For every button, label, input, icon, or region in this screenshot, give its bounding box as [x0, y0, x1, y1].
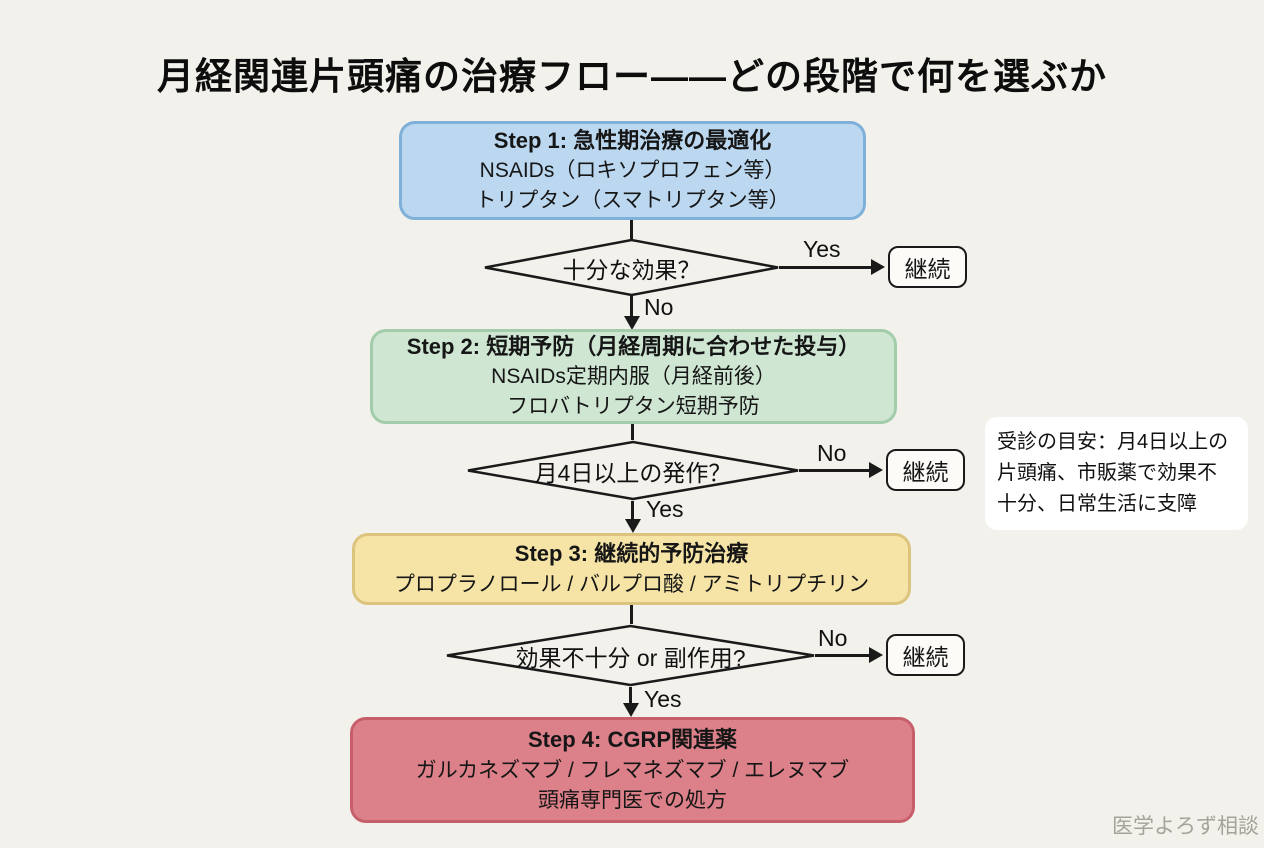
- arrowhead-down-1: [624, 316, 640, 330]
- connector-step3-to-decision3: [630, 605, 633, 624]
- decision-2-yes-label: Yes: [646, 496, 684, 522]
- decision-3-no-label: No: [818, 625, 848, 651]
- decision-diamond-outline: [446, 624, 815, 687]
- arrowhead-right-2: [869, 462, 883, 478]
- step-3-line-1: プロプラノロール / バルプロ酸 / アミトリプチリン: [393, 572, 870, 596]
- watermark: 医学よろず相談: [1112, 815, 1259, 838]
- step-4-heading: Step 4: CGRP関連薬: [527, 727, 738, 752]
- step-1-line-2: トリプタン（スマトリプタン等）: [475, 189, 790, 213]
- step-4-line-2: 頭痛専門医での処方: [538, 788, 727, 812]
- arrowhead-right-3: [869, 647, 883, 663]
- connector-step1-to-decision1: [630, 220, 633, 239]
- step-3-heading: Step 3: 継続的予防治療: [514, 541, 749, 567]
- decision-2: 月4日以上の発作？: [466, 440, 800, 501]
- connector-decision1-to-step2: [630, 296, 633, 318]
- flow-step-2: Step 2: 短期予防（月経周期に合わせた投与） NSAIDs定期内服（月経前…: [370, 329, 897, 424]
- flow-step-4: Step 4: CGRP関連薬 ガルカネズマブ / フレマネズマブ / エレヌマ…: [350, 717, 915, 823]
- connector-step2-to-decision2: [631, 424, 634, 440]
- connector-decision1-to-continue1: [779, 266, 873, 269]
- decision-3-yes-label: Yes: [644, 686, 682, 712]
- decision-diamond-outline: [484, 238, 779, 297]
- note-box: 受診の目安：月4日以上の片頭痛、市販薬で効果不十分、日常生活に支障: [985, 417, 1248, 530]
- flow-step-1: Step 1: 急性期治療の最適化 NSAIDs（ロキソプロフェン等） トリプタ…: [399, 121, 866, 220]
- decision-3: 効果不十分 or 副作用?: [445, 624, 816, 687]
- decision-1-no-label: No: [644, 294, 674, 320]
- decision-diamond-outline: [467, 440, 799, 501]
- decision-1-yes-label: Yes: [803, 236, 841, 262]
- connector-decision2-to-step3: [631, 501, 634, 521]
- step-2-line-1: NSAIDs定期内服（月経前後）: [491, 365, 776, 388]
- terminal-continue-2: 継続: [886, 449, 965, 491]
- step-1-heading: Step 1: 急性期治療の最適化: [493, 127, 772, 153]
- arrowhead-down-2: [625, 519, 641, 533]
- decision-1: 十分な効果？: [483, 238, 780, 297]
- flow-step-3: Step 3: 継続的予防治療 プロプラノロール / バルプロ酸 / アミトリプ…: [352, 533, 911, 605]
- arrowhead-down-3: [623, 703, 639, 717]
- decision-2-question: 月4日以上の発作？: [534, 459, 732, 486]
- connector-decision2-to-continue2: [799, 469, 873, 472]
- step-2-heading: Step 2: 短期予防（月経周期に合わせた投与）: [406, 333, 861, 359]
- connector-decision3-to-step4: [629, 687, 632, 705]
- step-1-line-1: NSAIDs（ロキソプロフェン等）: [479, 159, 786, 182]
- connector-decision3-to-continue3: [815, 654, 873, 657]
- arrowhead-right-1: [871, 259, 885, 275]
- step-2-line-2: フロバトリプタン短期予防: [507, 395, 760, 419]
- decision-3-question: 効果不十分 or 副作用?: [515, 644, 746, 671]
- decision-2-no-label: No: [817, 440, 847, 466]
- terminal-continue-1: 継続: [888, 246, 967, 288]
- terminal-continue-3: 継続: [886, 634, 965, 676]
- page-title: 月経関連片頭痛の治療フロー――どの段階で何を選ぶか: [157, 56, 1107, 97]
- decision-1-question: 十分な効果？: [562, 256, 701, 283]
- step-4-line-1: ガルカネズマブ / フレマネズマブ / エレヌマブ: [415, 758, 850, 782]
